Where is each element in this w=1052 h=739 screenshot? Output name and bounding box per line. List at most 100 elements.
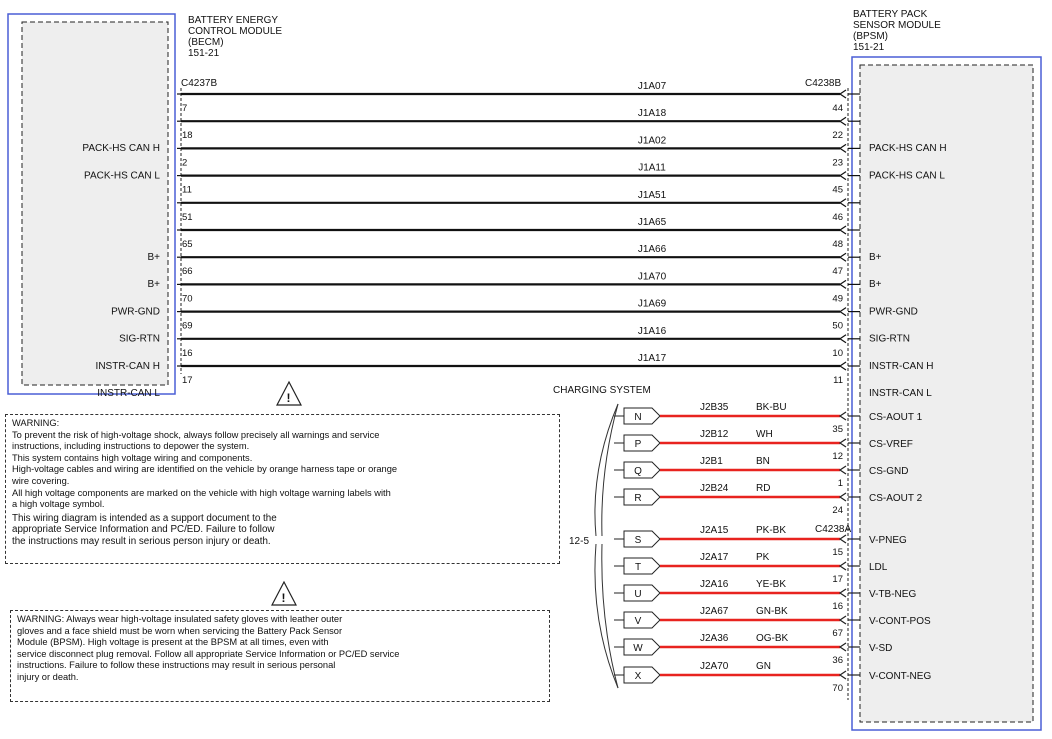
bpsm-pin-label: CS-AOUT 1 [869,412,923,423]
terminal-letter: T [635,562,641,573]
terminal-flag: P [623,434,661,452]
circuit-id-label: J2A36 [700,633,729,644]
circuit-id-label: J2A15 [700,525,729,536]
warning1-note-line: appropriate Service Information and PC/E… [12,524,275,536]
connector-chevron-icon [838,171,847,181]
terminal-letter: Q [634,466,642,477]
wire-id-label: J1A69 [638,299,667,310]
circuit-id-label: J2A16 [700,579,729,590]
warning1-line: High-voltage cables and wiring are ident… [12,464,398,475]
connector-chevron-icon [838,361,847,371]
becm-title-line-3: (BECM) [188,37,224,48]
bpsm-pin-label: PACK-HS CAN L [869,170,945,181]
bpsm-pin-number: 10 [832,348,843,359]
bpsm-pin-label: V-CONT-NEG [869,671,931,682]
warning1-line: This system contains high voltage wiring… [12,452,253,463]
warning2-line: gloves and a face shield must be worn wh… [17,625,343,636]
wire-id-label: J1A70 [638,271,667,282]
bpsm-pin-number: 16 [832,601,843,612]
bpsm-pin-number: 22 [832,130,843,141]
wire-id-label: J1A17 [638,353,667,364]
bpsm-title-line-3: (BPSM) [853,31,888,42]
terminal-flag: N [623,407,661,425]
bpsm-pin-number: 50 [832,321,843,332]
bpsm-pin-label: B+ [869,252,882,263]
bpsm-pin-number: 24 [832,505,843,516]
wire-color-code: PK-BK [756,525,786,536]
becm-pin-label: B+ [147,252,160,263]
becm-pin-label: PACK-HS CAN L [84,170,160,181]
connector-chevron-icon [838,89,847,99]
becm-pin-number: 17 [182,375,193,386]
bpsm-pin-label: B+ [869,279,882,290]
circuit-id-label: J2B12 [700,429,729,440]
terminal-flag: T [623,557,661,575]
bpsm-connector-top-label: C4238B [805,78,841,89]
connector-chevron-icon [838,492,847,502]
warning-triangle-icon: ! [276,380,302,406]
becm-pin-number: 2 [182,157,187,168]
terminal-flag: U [623,584,661,602]
circuit-id-label: J2A67 [700,606,729,617]
bpsm-pin-number: 45 [832,185,843,196]
terminal-letter: N [634,412,641,423]
bpsm-pin-label: LDL [869,562,888,573]
connector-chevron-icon [838,116,847,126]
wire-id-label: J1A16 [638,326,667,337]
becm-pin-number: 18 [182,130,193,141]
warning1-line: instructions, including instructions to … [12,441,250,452]
warning1-line: All high voltage components are marked o… [12,487,391,498]
becm-connector-label: C4237B [181,78,217,89]
connector-chevron-icon [838,534,847,544]
wire-id-label: J1A18 [638,108,667,119]
becm-title-line-1: BATTERY ENERGY [188,15,278,26]
becm-title-line-2: CONTROL MODULE [188,26,282,37]
charging-system-label: CHARGING SYSTEM [553,385,651,396]
becm-pin-number: 66 [182,266,193,277]
bpsm-pin-number: 15 [832,547,843,558]
terminal-letter: W [633,643,643,654]
bpsm-connector-charging-label: C4238A [815,524,851,535]
wire-color-code: YE-BK [756,579,786,590]
wire-id-label: J1A51 [638,190,667,201]
wire-id-label: J1A66 [638,244,667,255]
warning2-line: service disconnect plug removal. Follow … [17,648,400,659]
connector-chevron-icon [838,279,847,289]
wire-color-code: GN [756,661,771,672]
charging-brace-lower-inner [601,543,619,689]
bpsm-pin-label: CS-GND [869,466,908,477]
svg-text:!: ! [282,591,286,605]
becm-pin-label: B+ [147,279,160,290]
circuit-id-label: J2A17 [700,552,729,563]
bpsm-pin-label: INSTR-CAN H [869,361,933,372]
becm-title-line-4: 151-21 [188,48,220,59]
bpsm-pin-number: 70 [832,683,843,694]
becm-pin-number: 7 [182,103,187,114]
bpsm-title-line-4: 151-21 [853,42,885,53]
connector-chevron-icon [838,198,847,208]
warning1-line: a high voltage symbol. [12,499,105,510]
becm-pin-label: INSTR-CAN H [96,361,160,372]
circuit-id-label: J2B24 [700,483,729,494]
connector-chevron-icon [838,334,847,344]
bpsm-title-line-2: SENSOR MODULE [853,20,941,31]
terminal-letter: S [635,535,642,546]
wire-id-label: J1A65 [638,217,667,228]
charging-brace-upper-inner [601,403,619,537]
warning1-note-line: the instructions may result in serious p… [12,535,271,547]
wire-id-label: J1A11 [638,163,666,174]
bpsm-pin-number: 12 [832,451,843,462]
terminal-letter: U [634,589,641,600]
wire-color-code: OG-BK [756,633,789,644]
becm-pin-number: 16 [182,348,193,359]
